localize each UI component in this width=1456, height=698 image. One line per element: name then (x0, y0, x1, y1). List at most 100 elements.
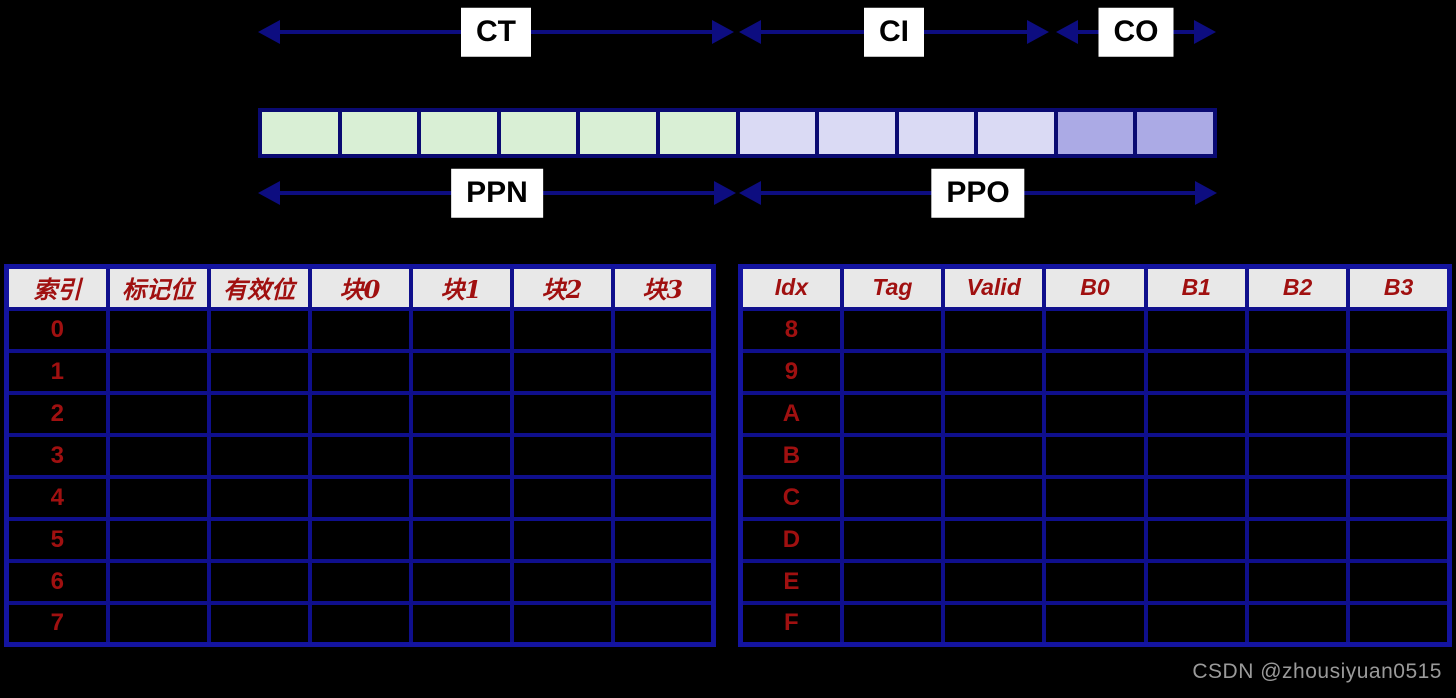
empty-cell (941, 516, 1047, 563)
row-index-cell: 5 (4, 516, 110, 563)
bit-cell-ct-0 (262, 112, 338, 154)
empty-cell (1042, 516, 1148, 563)
bit-cell-co-1 (1137, 112, 1213, 154)
empty-cell (1042, 348, 1148, 395)
empty-cell (610, 306, 716, 353)
empty-cell (610, 516, 716, 563)
ci-field-arrow: CI (739, 6, 1049, 58)
empty-cell (206, 600, 312, 647)
empty-cell (1143, 558, 1249, 605)
bit-cell-ci-2 (898, 112, 975, 154)
row-index-cell: 9 (738, 348, 844, 395)
table-row: 6 (4, 558, 716, 605)
header-cell: 有效位 (206, 264, 312, 311)
ppo-label: PPO (931, 168, 1025, 218)
empty-cell (105, 306, 211, 353)
empty-cell (941, 432, 1047, 479)
empty-cell (1244, 516, 1351, 563)
row-index-cell: B (738, 432, 844, 479)
empty-cell (509, 348, 615, 395)
row-index-cell: A (738, 390, 844, 437)
row-index-cell: 0 (4, 306, 110, 353)
empty-cell (307, 600, 413, 647)
header-cell: Tag (839, 264, 946, 311)
empty-cell (1346, 432, 1452, 479)
table-row: 7 (4, 600, 716, 647)
bit-cell-ct-2 (421, 112, 497, 154)
arrow-right-head-icon (1194, 20, 1216, 44)
empty-cell (307, 306, 413, 353)
bit-cell-co-0 (1057, 112, 1134, 154)
empty-cell (105, 600, 211, 647)
ct-field-arrow: CT (258, 6, 734, 58)
empty-cell (1042, 474, 1148, 521)
bit-cell-ct-5 (659, 112, 736, 154)
empty-cell (307, 558, 413, 605)
arrow-right-head-icon (1027, 20, 1049, 44)
empty-cell (941, 390, 1047, 437)
row-index-cell: 3 (4, 432, 110, 479)
empty-cell (839, 390, 946, 437)
empty-cell (839, 558, 946, 605)
empty-cell (206, 558, 312, 605)
table-row: 4 (4, 474, 716, 521)
empty-cell (105, 390, 211, 437)
row-index-cell: 4 (4, 474, 110, 521)
empty-cell (1143, 474, 1249, 521)
header-cell: 块3 (610, 264, 716, 311)
empty-cell (610, 432, 716, 479)
empty-cell (307, 348, 413, 395)
empty-cell (307, 516, 413, 563)
ci-label: CI (864, 7, 924, 57)
arrow-right-head-icon (712, 20, 734, 44)
header-cell: B2 (1244, 264, 1351, 311)
row-index-cell: E (738, 558, 844, 605)
empty-cell (1346, 306, 1452, 353)
table-row: A (738, 390, 1452, 437)
empty-cell (206, 348, 312, 395)
empty-cell (610, 600, 716, 647)
empty-cell (941, 474, 1047, 521)
header-cell: 块2 (509, 264, 615, 311)
row-index-cell: 8 (738, 306, 844, 353)
ppo-field-arrow: PPO (739, 167, 1217, 219)
empty-cell (1042, 432, 1148, 479)
arrow-left-head-icon (258, 20, 280, 44)
empty-cell (1346, 348, 1452, 395)
table-row: 9 (738, 348, 1452, 395)
empty-cell (509, 558, 615, 605)
table-row: F (738, 600, 1452, 647)
empty-cell (408, 516, 514, 563)
header-cell: B1 (1143, 264, 1249, 311)
empty-cell (941, 600, 1047, 647)
table-row: 1 (4, 348, 716, 395)
arrow-left-head-icon (739, 20, 761, 44)
empty-cell (941, 348, 1047, 395)
ppn-label: PPN (451, 168, 543, 218)
empty-cell (1346, 600, 1452, 647)
empty-cell (509, 600, 615, 647)
co-field-arrow: CO (1056, 6, 1216, 58)
table-row: D (738, 516, 1452, 563)
empty-cell (206, 474, 312, 521)
empty-cell (307, 390, 413, 437)
empty-cell (408, 558, 514, 605)
empty-cell (1042, 600, 1148, 647)
row-index-cell: D (738, 516, 844, 563)
row-index-cell: F (738, 600, 844, 647)
header-cell: Idx (738, 264, 844, 311)
empty-cell (610, 390, 716, 437)
arrow-right-head-icon (1195, 181, 1217, 205)
arrow-left-head-icon (1056, 20, 1078, 44)
header-cell: B0 (1042, 264, 1148, 311)
ct-label: CT (461, 7, 531, 57)
empty-cell (941, 306, 1047, 353)
empty-cell (1244, 558, 1351, 605)
row-index-cell: 7 (4, 600, 110, 647)
empty-cell (839, 306, 946, 353)
empty-cell (105, 474, 211, 521)
co-label: CO (1098, 7, 1174, 57)
